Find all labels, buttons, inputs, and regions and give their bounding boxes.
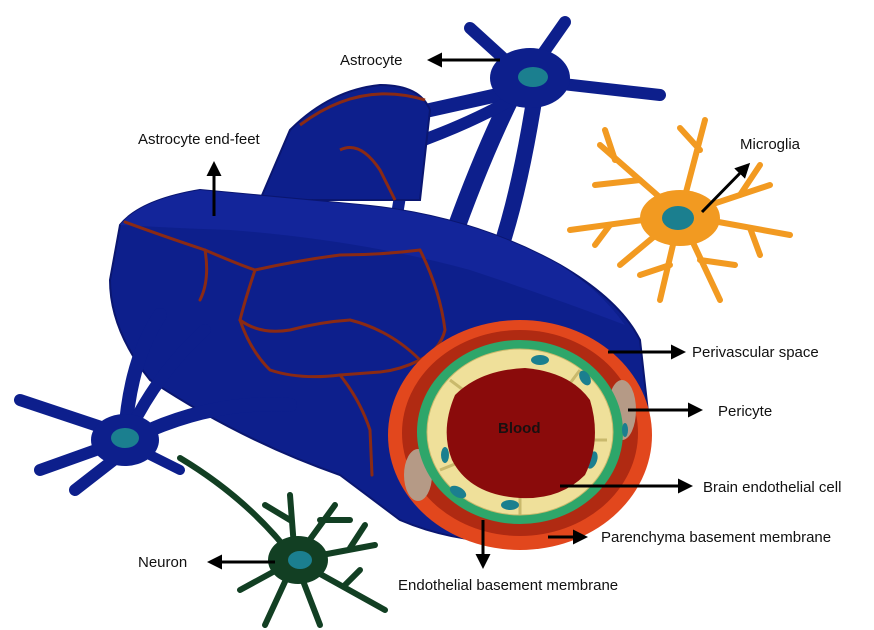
label-astrocyte: Astrocyte <box>340 52 403 69</box>
astrocyte-top <box>395 22 660 250</box>
label-perivascular-space: Perivascular space <box>692 344 819 361</box>
astrocyte-bottom-nucleus <box>111 428 139 448</box>
vessel-back-segment <box>260 85 430 200</box>
label-endothelial-basement-membrane: Endothelial basement membrane <box>398 577 618 594</box>
microglia-nucleus <box>662 206 694 230</box>
blood-vessel <box>110 85 652 550</box>
label-brain-endothelial-cell: Brain endothelial cell <box>703 479 841 496</box>
astrocyte-top-nucleus <box>518 67 548 87</box>
label-neuron: Neuron <box>138 554 187 571</box>
label-microglia: Microglia <box>740 136 801 153</box>
label-blood: Blood <box>498 420 541 437</box>
label-pericyte: Pericyte <box>718 403 772 420</box>
label-parenchyma-basement-membrane: Parenchyma basement membrane <box>601 529 831 546</box>
neuron-nucleus <box>288 551 312 569</box>
label-astrocyte-end-feet: Astrocyte end-feet <box>138 131 261 148</box>
